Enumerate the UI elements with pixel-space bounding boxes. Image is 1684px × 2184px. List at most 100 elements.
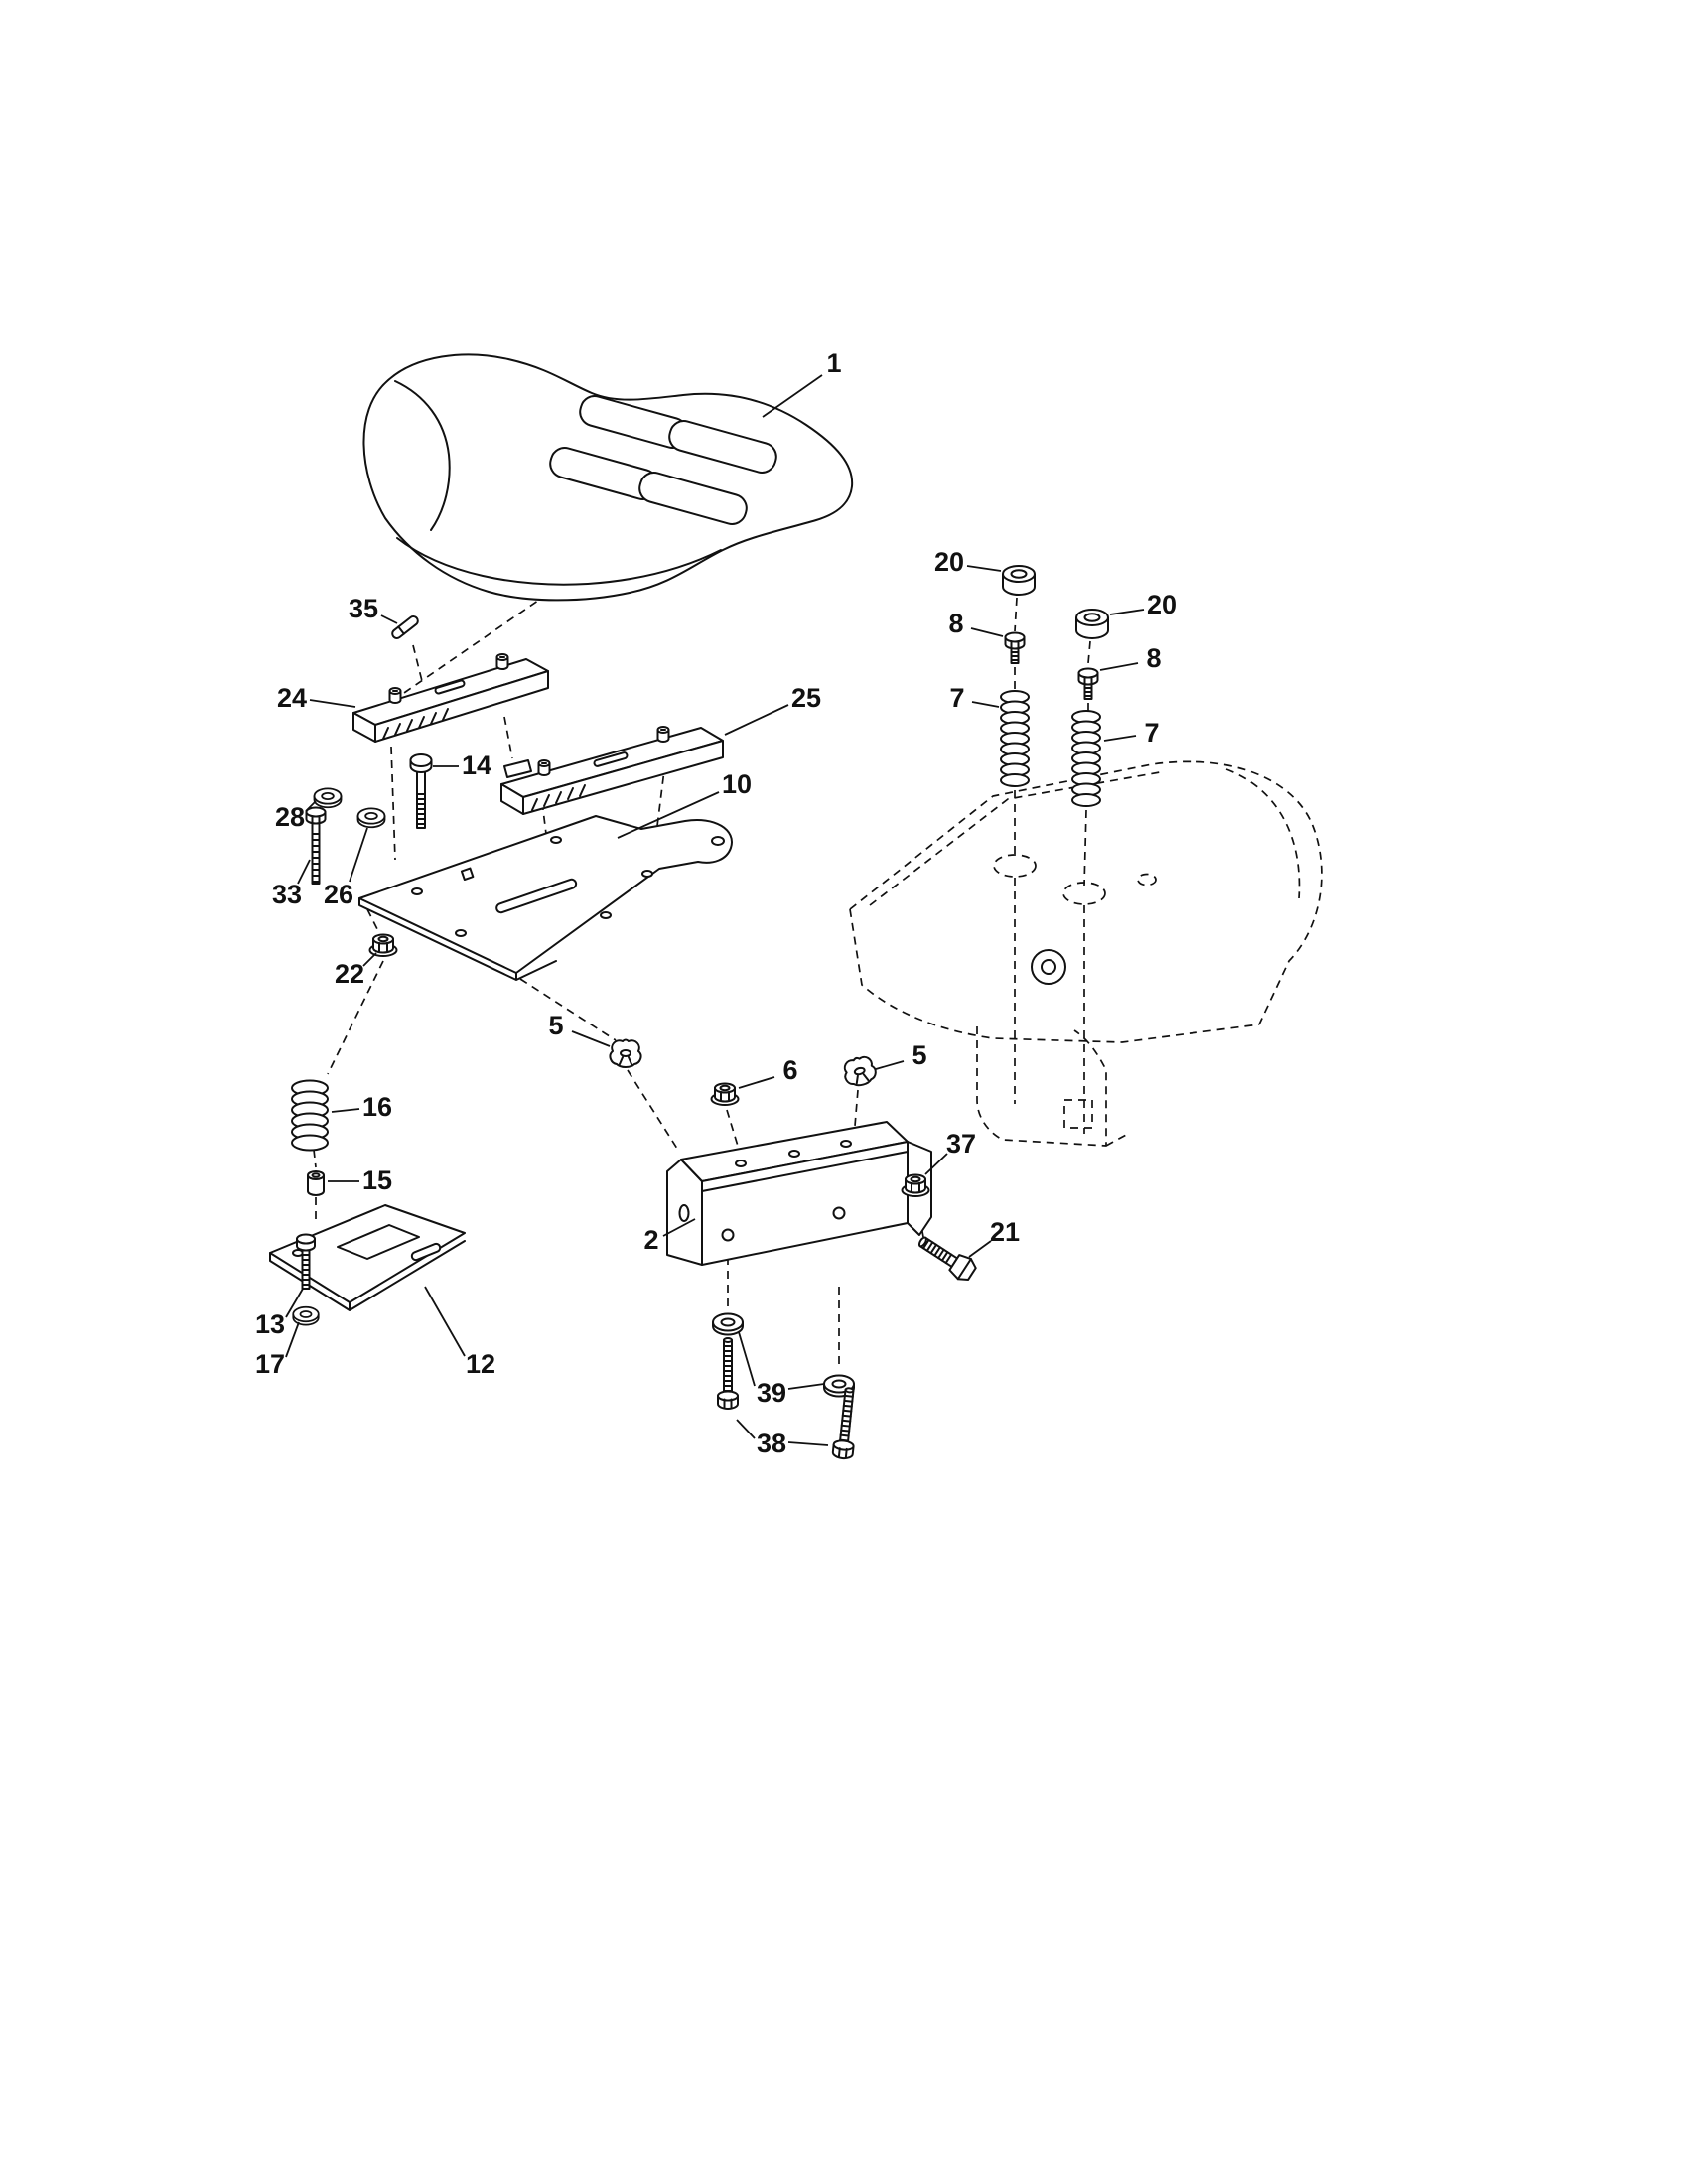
leader-line [305,800,317,812]
leader-line [285,1321,300,1358]
callout-21: 21 [968,1217,1020,1258]
callout-14: 14 [433,751,491,780]
callout-label-21: 21 [990,1217,1020,1247]
callout-label-8-left: 8 [948,609,963,638]
callout-label-25: 25 [791,683,821,713]
assembly-line [390,746,396,861]
leader-line [331,1108,360,1113]
callout-35: 35 [349,594,398,624]
part-bolt-33 [305,806,327,885]
part-bolt-38-right [831,1386,861,1461]
leader-line [1109,609,1145,615]
callout-label-22: 22 [335,959,364,989]
part-clip-5-left [609,1038,642,1068]
part-seat [362,353,854,602]
leader-line [662,1218,696,1237]
part-rail-25 [500,726,724,815]
callout-38: 38 [736,1419,829,1458]
part-spring-7-right [1071,710,1101,807]
part-nut-37 [901,1173,930,1197]
leader-line [571,1030,611,1047]
callout-label-28: 28 [275,802,305,832]
callout-5-left: 5 [548,1011,611,1047]
callout-label-38: 38 [757,1429,786,1458]
part-washer-39-left [712,1312,744,1336]
leader-line [362,952,377,967]
callout-28: 28 [275,800,317,832]
part-bolt-8-right [1077,667,1099,700]
rail-stud [495,653,509,670]
leader-line [285,1288,304,1318]
leader-line [380,614,398,624]
callout-8-right: 8 [1099,643,1162,673]
assembly-line [366,908,378,930]
assembly-line [1087,640,1091,664]
assembly-line [1014,597,1018,632]
callout-label-6: 6 [782,1055,797,1085]
callout-5-right: 5 [875,1040,927,1070]
leader-line [1099,662,1139,671]
callout-label-2: 2 [643,1225,658,1255]
rail-stud [656,726,670,743]
part-bolt-38-left [717,1337,739,1410]
rail-stud [388,687,402,704]
callout-7-left: 7 [949,683,1000,713]
callout-label-10: 10 [722,769,752,799]
part-washer-17 [292,1305,320,1326]
leader-line [924,1153,948,1175]
leader-line [875,1060,905,1070]
callout-label-33: 33 [272,880,302,909]
part-spring-7-left [1000,690,1030,787]
callout-label-39: 39 [757,1378,786,1408]
callout-13: 13 [255,1288,304,1339]
leader-line [617,791,720,839]
callout-label-5-right: 5 [912,1040,926,1070]
assembly-line [519,978,617,1041]
callout-label-20-right: 20 [1147,590,1177,619]
part-spacer-15 [307,1170,325,1196]
callout-25: 25 [724,683,821,736]
leader-line [738,1076,775,1089]
assembly-dashed-lines [313,593,1091,1370]
callout-39: 39 [738,1331,825,1408]
callout-label-35: 35 [349,594,378,623]
part-bolt-21 [917,1236,977,1281]
callout-label-1: 1 [826,348,841,378]
part-pin-35 [391,615,419,639]
part-bolt-14 [409,753,433,829]
callout-2: 2 [643,1218,696,1255]
callout-label-13: 13 [255,1309,285,1339]
callout-15: 15 [328,1165,392,1195]
leader-line [349,827,368,883]
assembly-line [400,593,549,696]
part-nut-22 [368,933,398,957]
callout-24: 24 [277,683,356,713]
callout-label-14: 14 [462,751,491,780]
callout-label-5-left: 5 [548,1011,563,1040]
part-bushing-20-right [1075,609,1109,639]
part-rail-24 [352,653,549,743]
callout-22: 22 [335,952,377,989]
callout-7-right: 7 [1103,718,1160,748]
leader-line [787,1441,829,1446]
assembly-line [327,960,384,1075]
leader-line [309,699,356,708]
part-washer-26 [356,807,386,829]
callout-33: 33 [272,859,311,909]
callout-26: 26 [324,827,368,909]
leader-line [966,565,1002,572]
assembly-line [503,716,513,759]
assembly-line [627,1069,680,1153]
leader-line [738,1331,756,1387]
leader-line [968,1240,992,1258]
callout-20-right: 20 [1109,590,1177,619]
callout-1: 1 [762,348,842,418]
leader-line [762,374,823,418]
fender-lower-bracket [976,1026,1107,1147]
assembly-line [313,1149,317,1168]
callout-label-16: 16 [362,1092,392,1122]
callout-label-26: 26 [324,880,353,909]
part-seat-pan-10 [358,815,733,981]
callout-20-left: 20 [934,547,1002,577]
